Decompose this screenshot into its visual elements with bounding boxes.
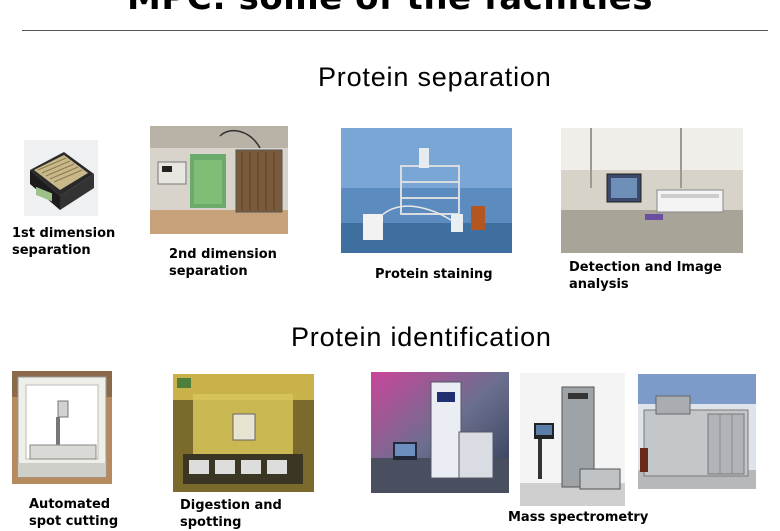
caption-protein-staining: Protein staining xyxy=(375,267,493,282)
slide-title: MPC: some of the facilities xyxy=(0,0,780,18)
caption-second-dimension: 2nd dimension separation xyxy=(169,247,277,279)
protein-staining-photo xyxy=(341,128,512,253)
caption-first-dimension: 1st dimension separation xyxy=(12,226,116,258)
first-dimension-device-photo xyxy=(24,140,98,216)
caption-detection-image-analysis: Detection and Image analysis xyxy=(569,260,722,292)
caption-automated-spot-cutting: Automated spot cutting xyxy=(29,497,119,529)
mass-spectrometer-3-photo xyxy=(638,374,756,489)
mass-spectrometer-1-photo xyxy=(371,372,509,493)
second-dimension-tanks-photo xyxy=(150,126,288,234)
digestion-spotting-robot-photo xyxy=(173,374,314,492)
caption-digestion-spotting: Digestion and spotting xyxy=(180,498,282,530)
caption-mass-spectrometry: Mass spectrometry xyxy=(508,510,649,525)
detection-imaging-photo xyxy=(561,128,743,253)
title-divider xyxy=(22,30,768,31)
spot-cutting-robot-photo xyxy=(12,371,112,484)
section-heading-separation: Protein separation xyxy=(318,62,552,92)
mass-spectrometer-2-photo xyxy=(520,373,625,506)
section-heading-identification: Protein identification xyxy=(291,322,552,352)
